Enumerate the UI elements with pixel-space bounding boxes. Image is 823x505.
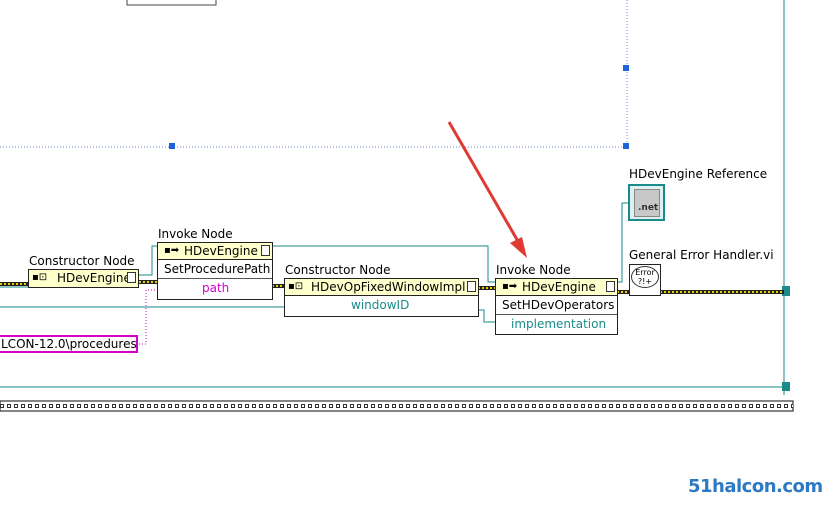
constructor-class-name: HDevOpFixedWindowImpl: [311, 280, 466, 294]
doc-icon: [606, 281, 615, 292]
invoke-node-set-hdev-operators[interactable]: ▪➡ HDevEngine SetHDevOperators implement…: [495, 278, 618, 335]
constructor-class-name: HDevEngine: [57, 271, 131, 285]
param-path[interactable]: path: [158, 278, 272, 297]
constructor-node-hdevengine[interactable]: ▪⊡ HDevEngine: [28, 269, 139, 288]
reference-indicator-label: HDevEngine Reference: [629, 167, 768, 181]
path-string-wire[interactable]: [139, 289, 158, 345]
invoke-node-label: Invoke Node: [158, 227, 233, 241]
hdevengine-reference-indicator[interactable]: .net: [628, 184, 665, 221]
invoke-node-set-procedure-path[interactable]: ▪➡ HDevEngine SetProcedurePath path: [157, 242, 273, 300]
invoke-arrow-icon: ▪➡: [164, 245, 180, 256]
annotation-arrow: [447, 121, 527, 258]
invoke-node-label: Invoke Node: [496, 263, 571, 277]
constructor-node-label: Constructor Node: [29, 254, 135, 268]
dotnet-refnum-icon: .net: [634, 189, 660, 217]
error-wire[interactable]: [0, 280, 784, 294]
invoke-arrow-icon: ▪➡: [502, 281, 518, 292]
constructor-icon: ▪⊡: [288, 281, 304, 292]
invoke-class-name: HDevEngine: [184, 244, 258, 258]
constructor-node-label: Constructor Node: [285, 263, 391, 277]
method-name[interactable]: SetHDevOperators: [502, 298, 615, 312]
constructor-node-hdevop[interactable]: ▪⊡ HDevOpFixedWindowImpl windowID: [284, 278, 479, 317]
block-diagram-canvas[interactable]: [0, 0, 794, 505]
doc-icon: [467, 281, 476, 292]
param-window-id[interactable]: windowID: [351, 298, 410, 312]
dotnet-label: .net: [638, 203, 659, 213]
error-handler-icon-text: Error: [635, 268, 655, 277]
path-string-value[interactable]: LCON-12.0\procedures: [1, 337, 137, 351]
param-implementation[interactable]: implementation: [496, 314, 617, 333]
selection-handle[interactable]: [623, 143, 629, 149]
error-code-glyph: ?!+: [637, 277, 653, 286]
constructor-icon: ▪⊡: [32, 272, 48, 283]
general-error-handler-vi[interactable]: Error ?!+: [629, 264, 661, 296]
error-handler-label: General Error Handler.vi: [629, 248, 774, 262]
site-watermark: 51halcon.com: [688, 476, 823, 497]
error-handler-icon: Error ?!+: [631, 266, 659, 288]
tunnel-top[interactable]: [782, 286, 790, 296]
selection-handle[interactable]: [169, 143, 175, 149]
selection-handle[interactable]: [623, 65, 629, 71]
path-string-constant[interactable]: LCON-12.0\procedures: [0, 335, 138, 353]
refnum-wire[interactable]: [0, 202, 630, 323]
doc-icon: [127, 272, 136, 283]
doc-icon: [261, 245, 270, 256]
tunnel-bottom[interactable]: [782, 382, 790, 391]
cropped-top-node: [126, 0, 217, 6]
method-name[interactable]: SetProcedurePath: [164, 262, 271, 276]
invoke-class-name: HDevEngine: [522, 280, 596, 294]
